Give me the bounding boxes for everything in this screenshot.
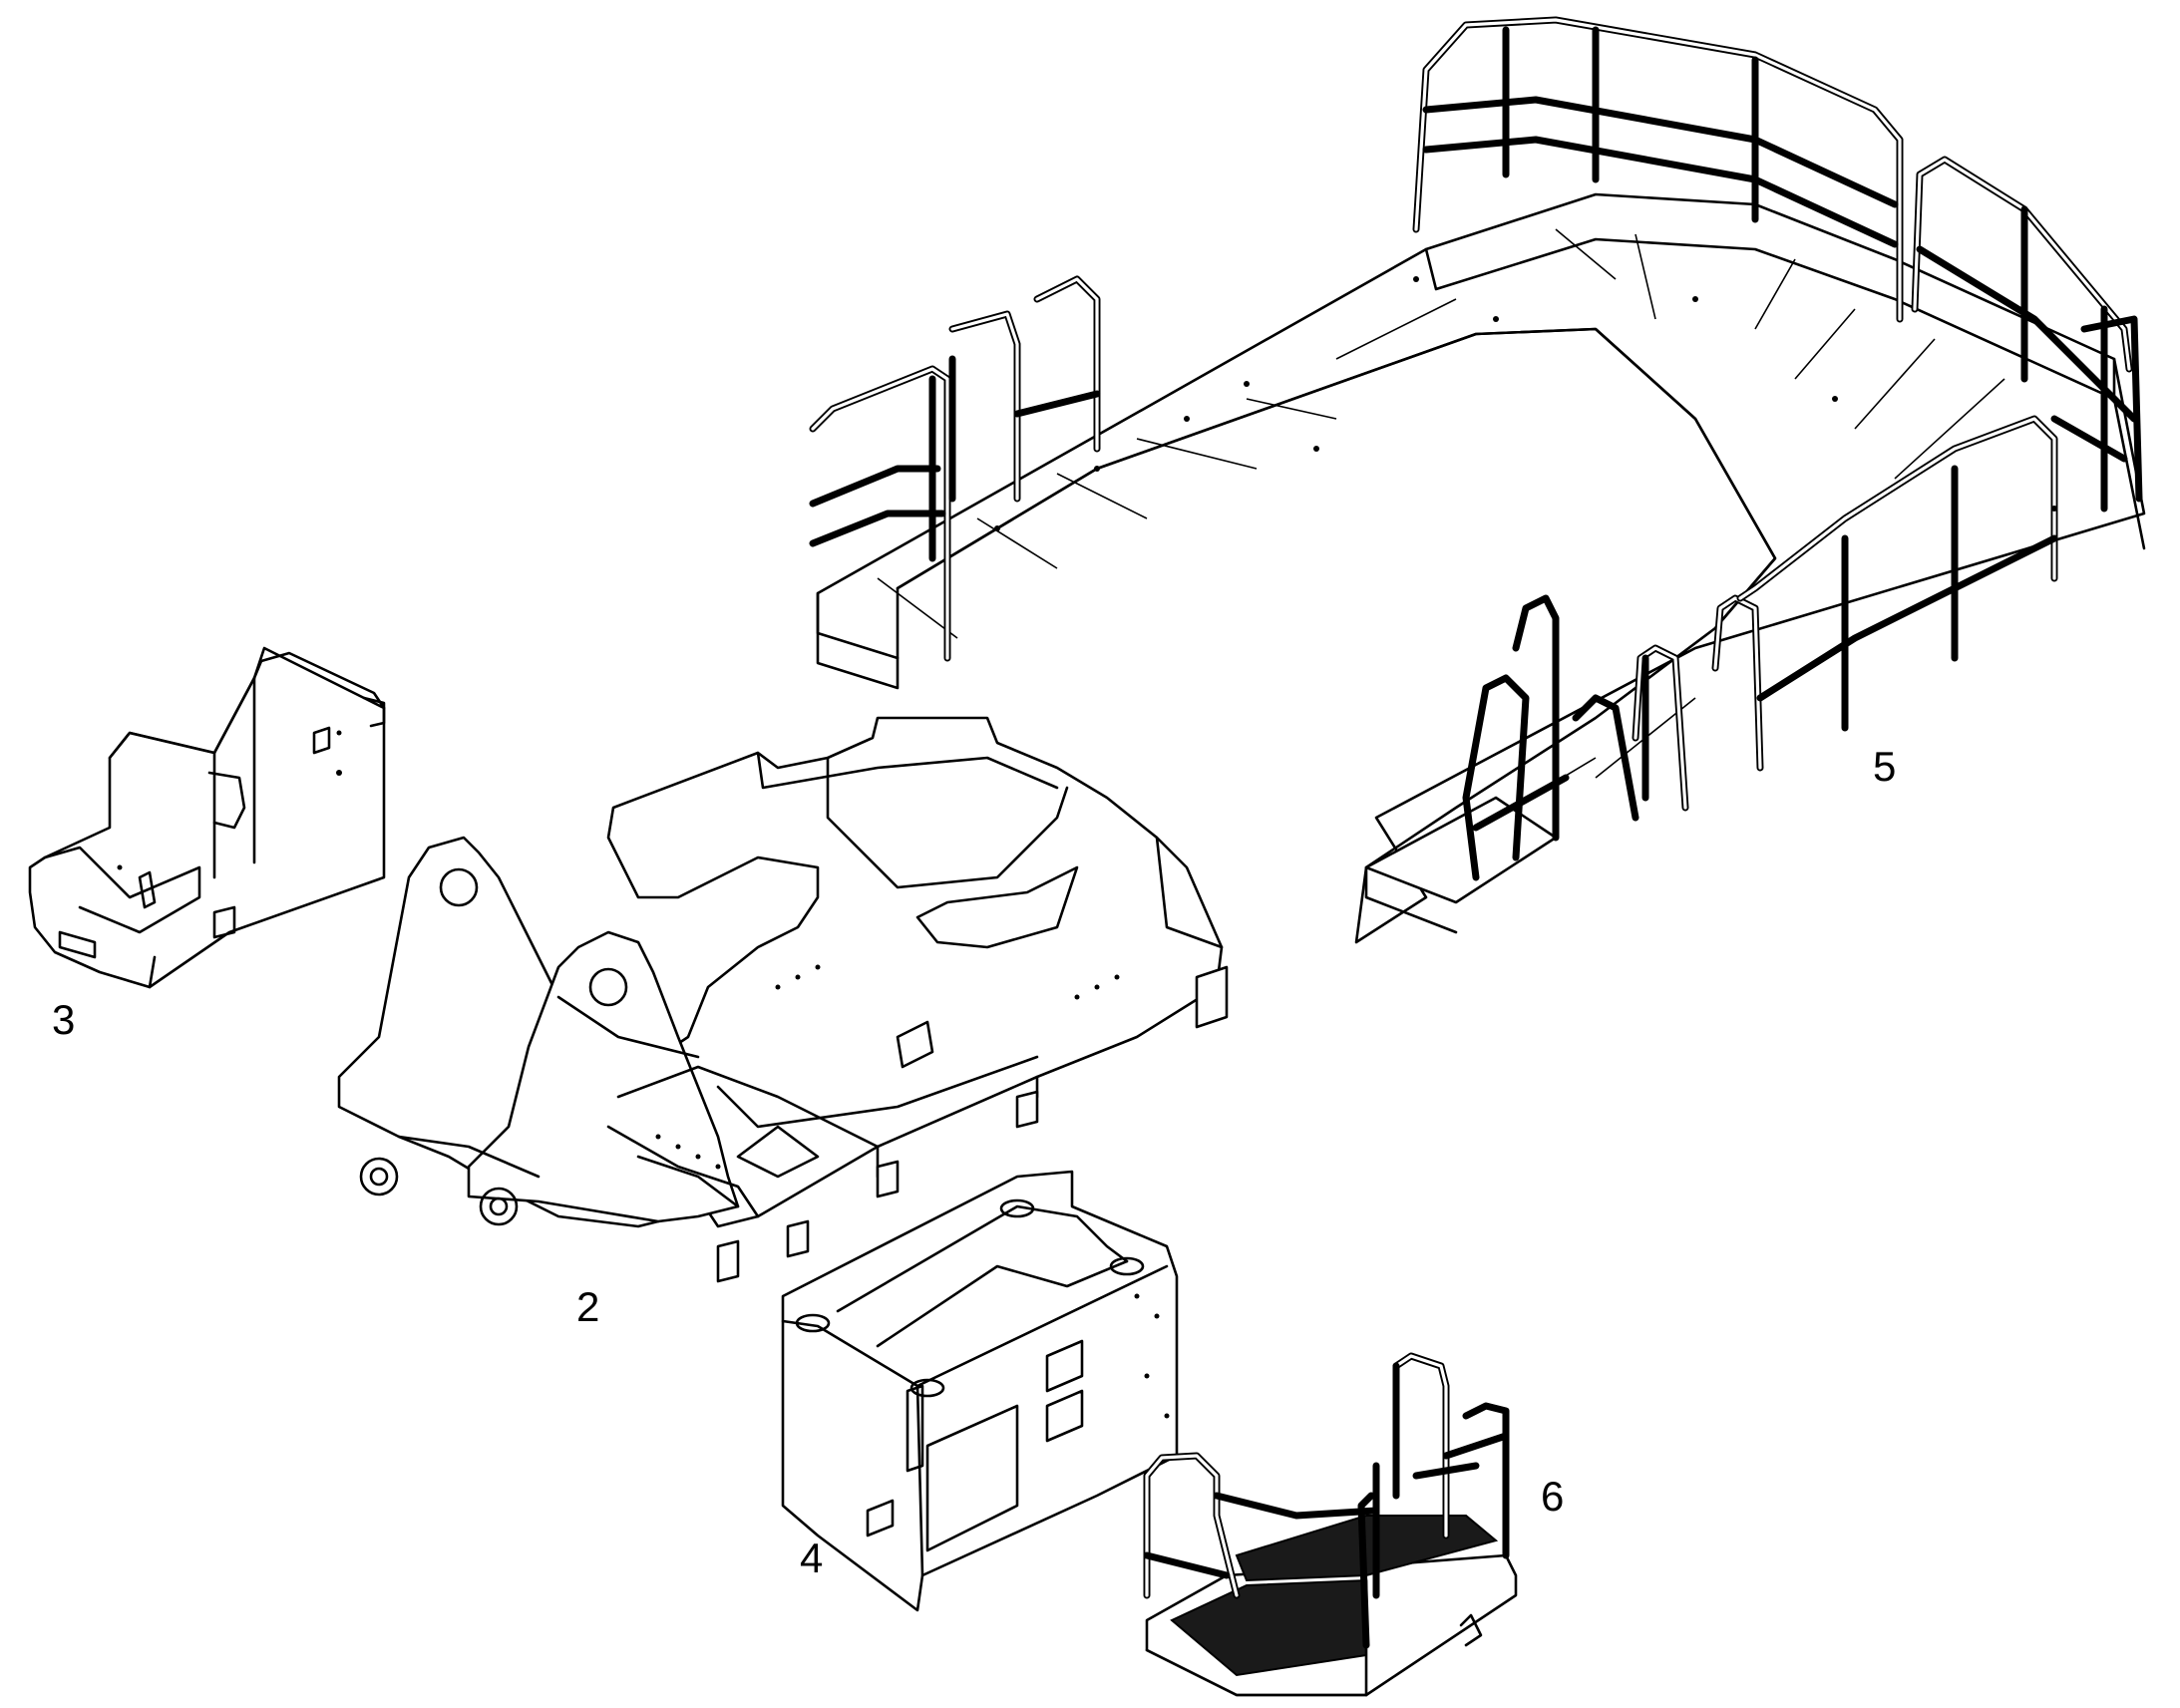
callout-step-module: 6: [1541, 1473, 1565, 1520]
callout-platform: 5: [1873, 743, 1897, 790]
rear-frame: [596, 716, 1224, 1228]
cab-shell-outline: [28, 646, 386, 989]
callout-cab-shell: 3: [52, 996, 76, 1043]
callout-frame: 2: [576, 1283, 600, 1330]
counterweight-box-outline: [781, 1170, 1179, 1612]
step-module-assembly: [1143, 1352, 1518, 1697]
main-frame-assembly: [337, 716, 1229, 1283]
cab-shell-assembly: [28, 646, 386, 989]
platform-assembly: [809, 16, 2146, 944]
callout-counterweight-box: 4: [800, 1535, 824, 1581]
counterweight-box-assembly: [781, 1170, 1179, 1612]
